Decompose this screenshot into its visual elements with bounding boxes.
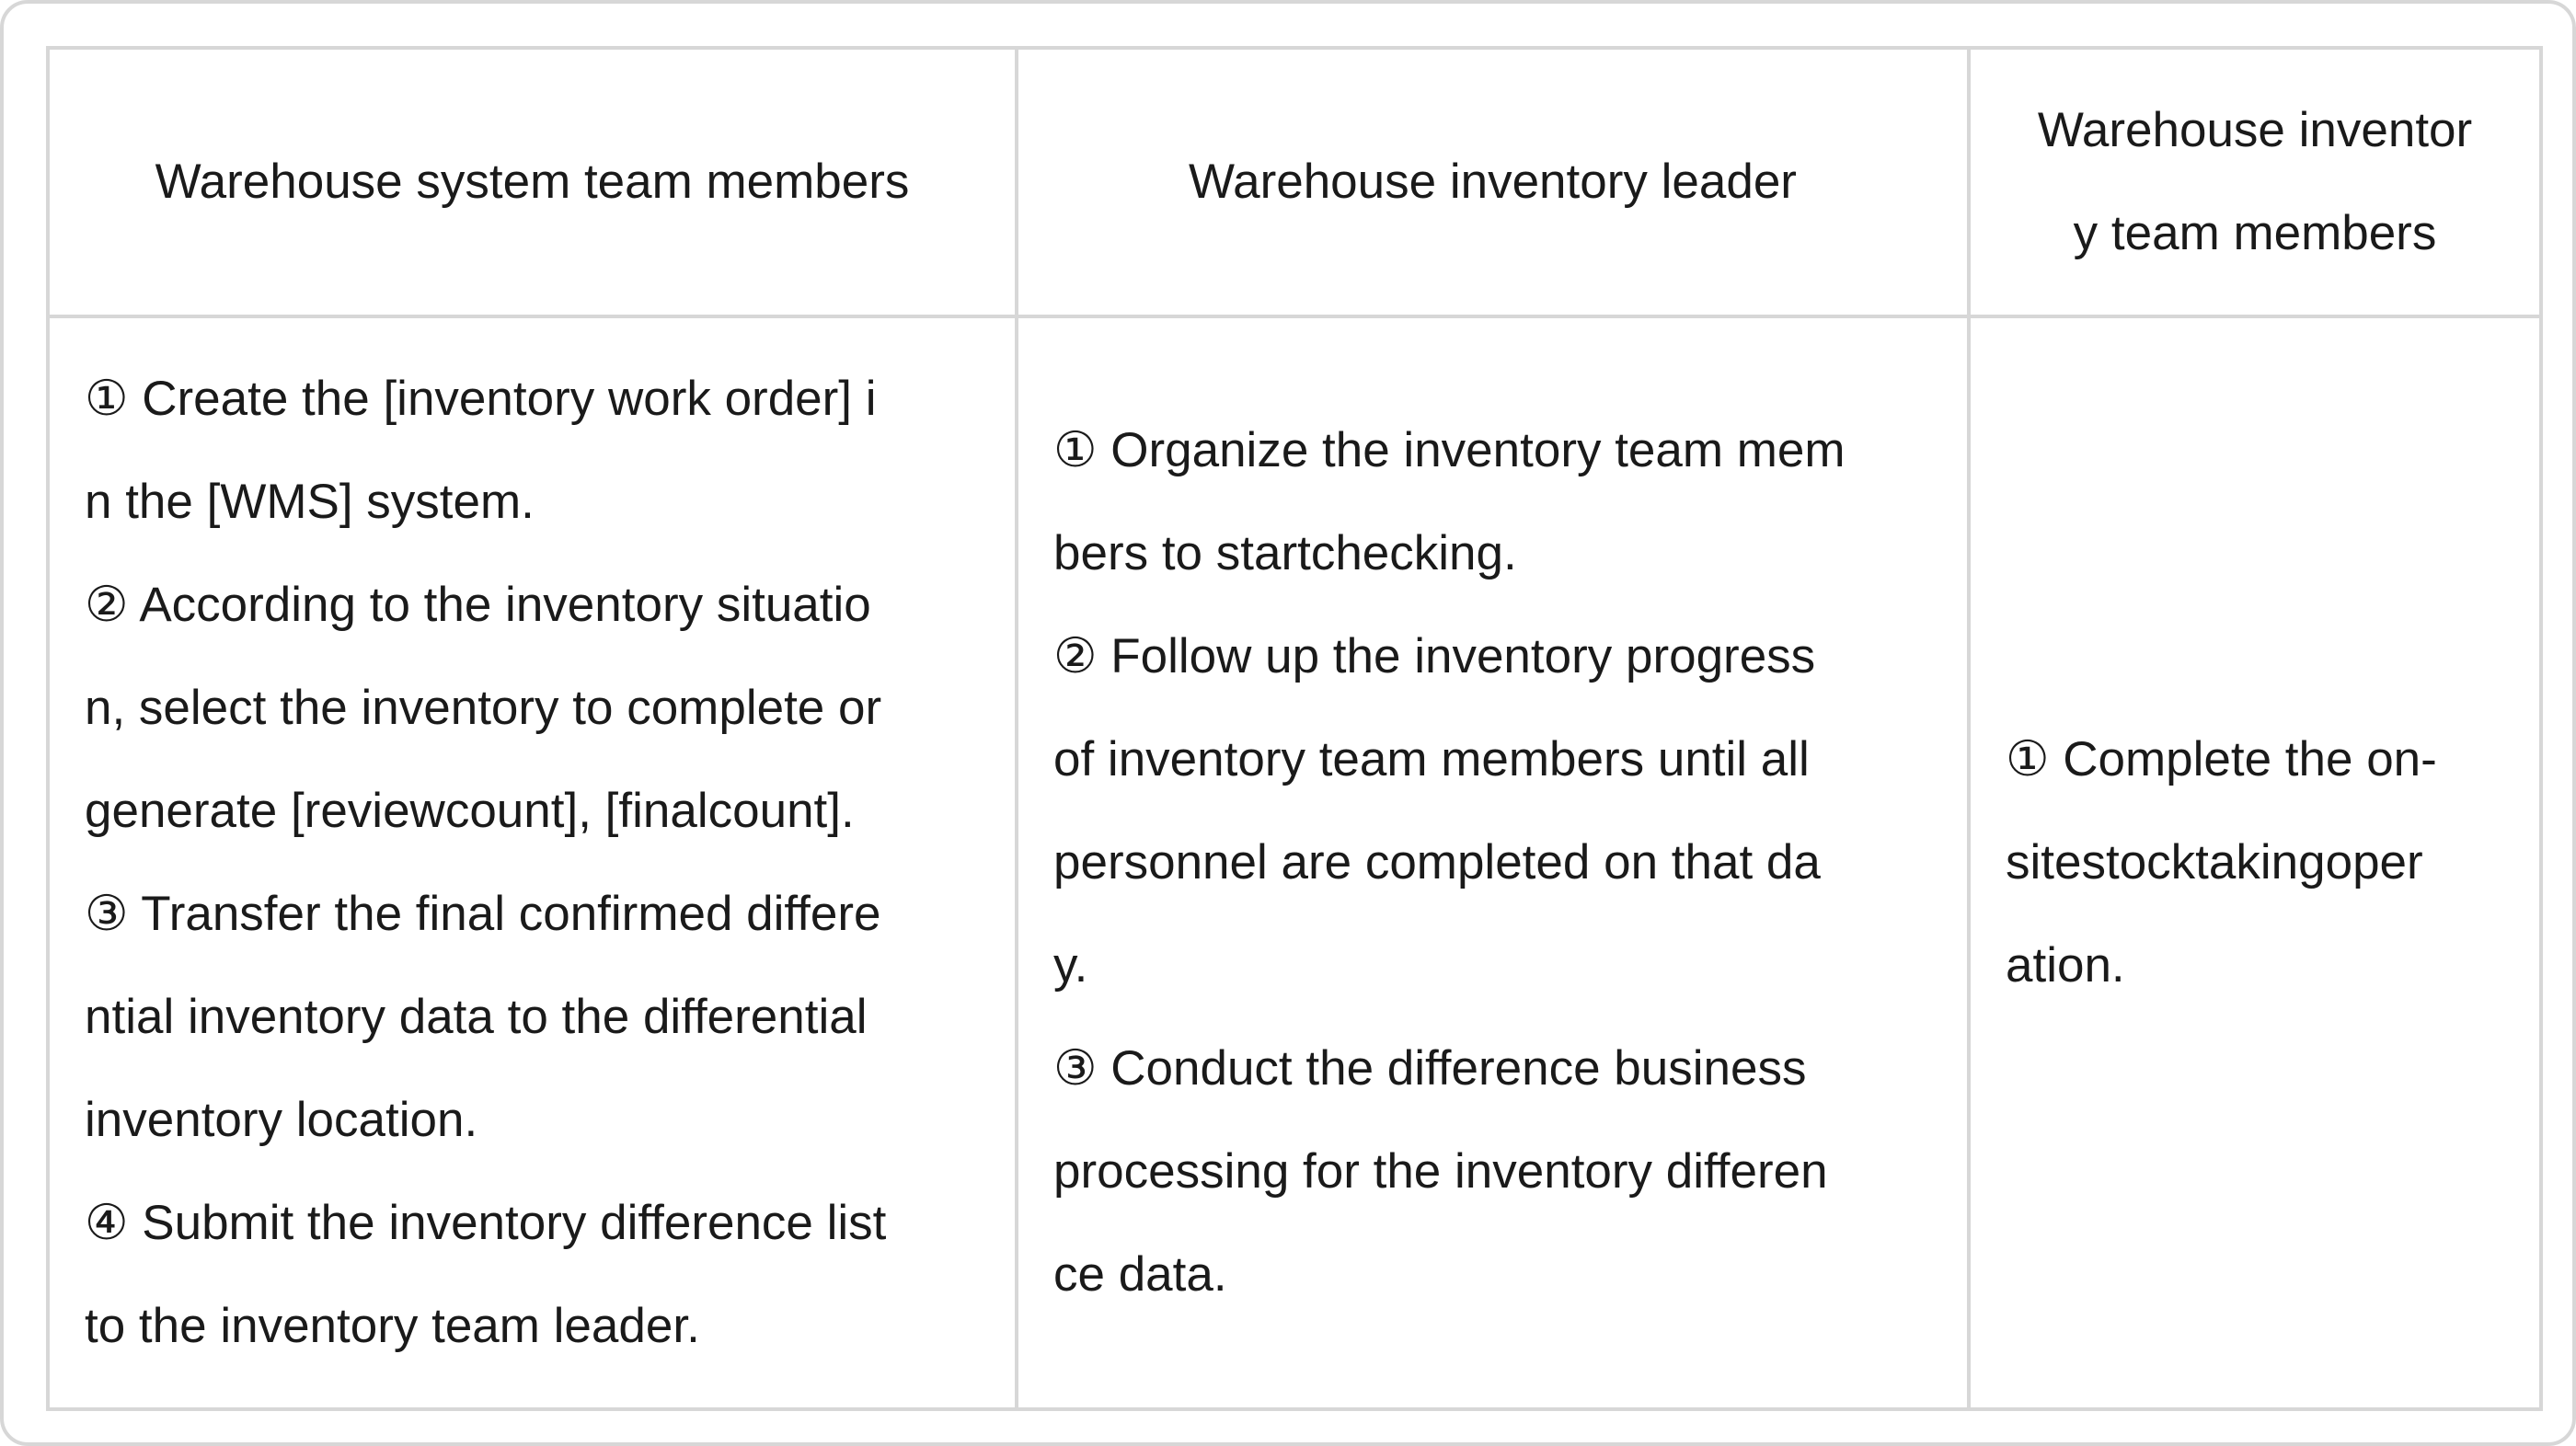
cell-line: ② Follow up the inventory progress (1053, 629, 1816, 683)
responsibility-table: Warehouse system team members Warehouse … (46, 46, 2543, 1411)
header-system-team-members: Warehouse system team members (46, 46, 1018, 318)
cell-line: processing for the inventory differen (1053, 1144, 1828, 1199)
cell-line: of inventory team members until all (1053, 732, 1810, 786)
cell-line: to the inventory team leader. (85, 1299, 700, 1353)
header-text: y team members (2073, 206, 2437, 260)
cell-line: ③ Transfer the final confirmed differe (85, 887, 881, 941)
header-text: Warehouse system team members (155, 155, 910, 209)
cell-line: ② According to the inventory situatio (85, 578, 871, 632)
cell-line: bers to startchecking. (1053, 526, 1517, 580)
cell-line: personnel are completed on that da (1053, 835, 1821, 889)
cell-line: ① Complete the on- (2006, 732, 2437, 786)
table-row: ① Create the [inventory work order] i n … (46, 315, 2543, 1411)
cell-line: inventory location. (85, 1093, 478, 1147)
header-inventory-leader: Warehouse inventory leader (1015, 46, 1971, 318)
cell-system-team-duties: ① Create the [inventory work order] i n … (46, 315, 1018, 1411)
cell-line: sitestocktakingoper (2006, 835, 2423, 889)
header-text: Warehouse inventory leader (1189, 155, 1797, 209)
cell-line: ① Organize the inventory team mem (1053, 423, 1846, 477)
cell-line: ④ Submit the inventory difference list (85, 1196, 887, 1250)
cell-line: ce data. (1053, 1247, 1227, 1302)
cell-line: n the [WMS] system. (85, 475, 535, 529)
cell-line: ation. (2006, 938, 2125, 993)
cell-line: ① Create the [inventory work order] i (85, 372, 877, 426)
cell-line: generate [reviewcount], [finalcount]. (85, 784, 855, 838)
header-row: Warehouse system team members Warehouse … (46, 46, 2543, 318)
header-text: Warehouse inventor (2037, 103, 2473, 157)
cell-team-member-duties: ① Complete the on- sitestocktakingoper a… (1967, 315, 2543, 1411)
cell-line: ③ Conduct the difference business (1053, 1041, 1807, 1096)
header-inventory-team-members: Warehouse inventor y team members (1967, 46, 2543, 318)
cell-leader-duties: ① Organize the inventory team mem bers t… (1015, 315, 1971, 1411)
cell-line: ntial inventory data to the differential (85, 990, 868, 1044)
cell-line: y. (1053, 938, 1088, 993)
cell-line: n, select the inventory to complete or (85, 681, 882, 735)
